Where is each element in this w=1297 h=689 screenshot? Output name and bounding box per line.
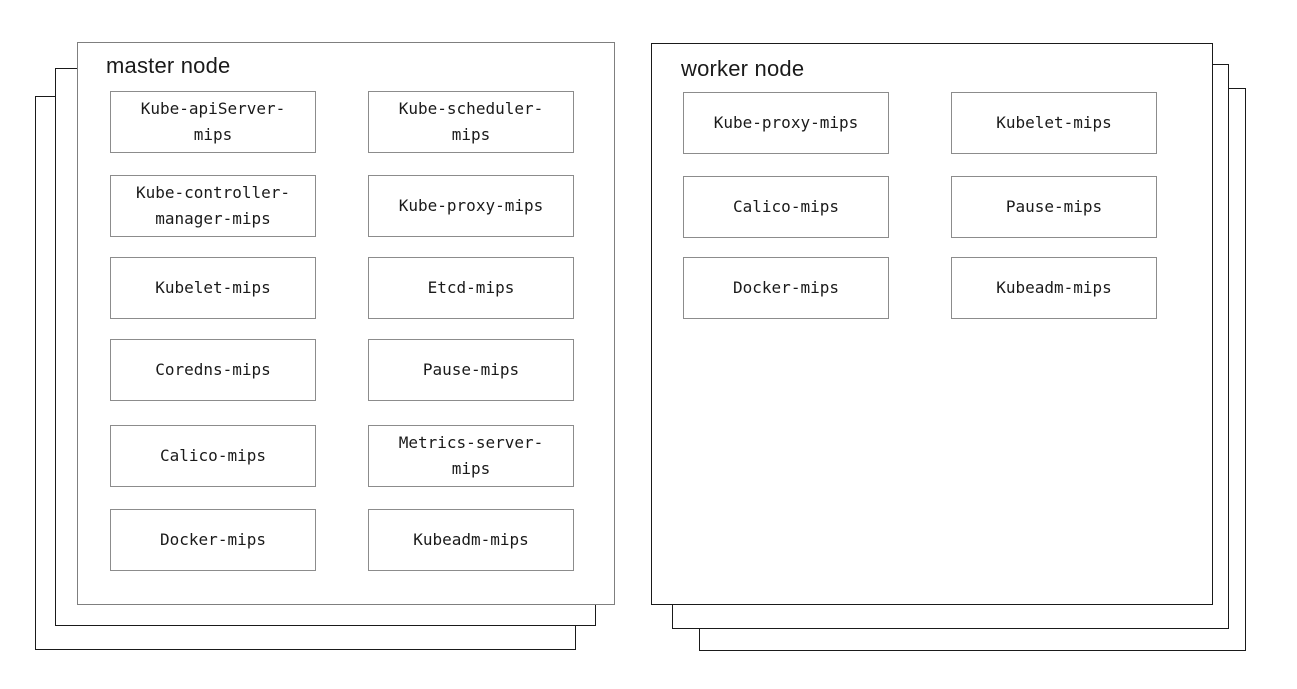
component-box: Pause-mips bbox=[951, 176, 1157, 238]
component-box: Kubeadm-mips bbox=[368, 509, 574, 571]
component-box: Calico-mips bbox=[683, 176, 889, 238]
component-box: Etcd-mips bbox=[368, 257, 574, 319]
component-box: Coredns-mips bbox=[110, 339, 316, 401]
master-node-panel: master node Kube-apiServer- mips Kube-sch… bbox=[77, 42, 615, 605]
component-box: Kube-proxy-mips bbox=[368, 175, 574, 237]
component-box: Calico-mips bbox=[110, 425, 316, 487]
component-box: Kubeadm-mips bbox=[951, 257, 1157, 319]
component-box: Docker-mips bbox=[110, 509, 316, 571]
worker-node-title: worker node bbox=[681, 56, 805, 81]
component-box: Pause-mips bbox=[368, 339, 574, 401]
component-box: Kube-controller- manager-mips bbox=[110, 175, 316, 237]
component-box: Kubelet-mips bbox=[951, 92, 1157, 154]
component-box: Docker-mips bbox=[683, 257, 889, 319]
component-box: Kube-scheduler- mips bbox=[368, 91, 574, 153]
component-box: Kube-apiServer- mips bbox=[110, 91, 316, 153]
component-box: Metrics-server- mips bbox=[368, 425, 574, 487]
component-box: Kubelet-mips bbox=[110, 257, 316, 319]
master-node-title: master node bbox=[106, 53, 231, 78]
component-box: Kube-proxy-mips bbox=[683, 92, 889, 154]
